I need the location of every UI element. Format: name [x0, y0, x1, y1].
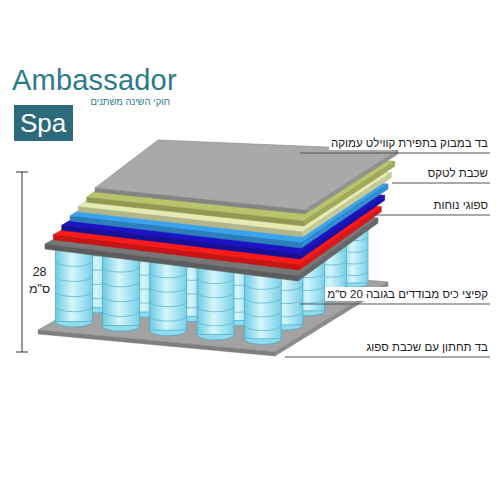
label-text: שכבת לטקס — [428, 167, 488, 179]
spring-coil — [103, 311, 140, 317]
mattress-layer-top — [95, 140, 398, 210]
spring-body — [103, 252, 140, 326]
layer-label: ספוגי נוחות — [432, 198, 490, 212]
comfort-layers — [45, 140, 398, 281]
badge-text: Spa — [20, 108, 66, 138]
dimension-tick — [16, 172, 28, 173]
spring-coil — [55, 306, 92, 312]
dimension-tick — [16, 352, 28, 353]
spring-body — [244, 270, 281, 339]
leader-line — [300, 153, 490, 154]
spring-coil — [103, 296, 140, 302]
spring-coil — [150, 301, 187, 307]
spring-coil — [244, 311, 281, 317]
spring-coil — [103, 281, 140, 287]
brand-logo: Ambassador — [12, 64, 177, 96]
spring-coil — [244, 325, 281, 331]
spring-coil — [197, 278, 234, 284]
spring-coil — [150, 287, 187, 293]
spring-body — [150, 258, 187, 330]
spring-coil — [197, 292, 234, 298]
spring-coil — [150, 316, 187, 322]
leader-line — [372, 215, 490, 216]
spring-body — [55, 246, 92, 322]
label-text: בד במבוק בתפירת קווילט עמוקה — [331, 137, 488, 149]
label-text: בד תחתון עם שכבת ספוג — [366, 341, 488, 353]
label-text: 28 ס"מ — [29, 265, 50, 296]
leader-line — [392, 183, 490, 184]
spring-coil — [150, 272, 187, 278]
leader-line — [285, 357, 490, 358]
spring-coil — [103, 267, 140, 273]
brand-slogan: חוקי השינה משתנים — [90, 96, 170, 107]
layer-label: בד תחתון עם שכבת ספוג — [364, 340, 490, 354]
brand-badge: Spa — [14, 105, 73, 141]
leader-line — [300, 304, 490, 305]
label-text: חוקי השינה משתנים — [90, 96, 170, 107]
spring-coil — [244, 298, 281, 304]
dimension-label: 28 ס"מ — [29, 264, 50, 298]
spring-coil — [55, 261, 92, 267]
label-text: ספוגי נוחות — [434, 199, 488, 211]
spring-coil — [197, 306, 234, 312]
dimension-line — [22, 172, 23, 352]
layer-label: בד במבוק בתפירת קווילט עמוקה — [329, 136, 490, 150]
mattress-layer — [95, 140, 398, 214]
spring-coil — [197, 320, 234, 326]
spring-coil — [55, 276, 92, 282]
label-text: Ambassador — [12, 64, 177, 96]
spring-body — [197, 264, 234, 334]
layer-label: קפיצי כיס מבודדים בגובה 20 ס"מ — [325, 287, 490, 301]
label-text: קפיצי כיס מבודדים בגובה 20 ס"מ — [327, 288, 488, 300]
layer-label: שכבת לטקס — [426, 166, 490, 180]
spring-coil — [244, 284, 281, 290]
spring-coil — [55, 291, 92, 297]
